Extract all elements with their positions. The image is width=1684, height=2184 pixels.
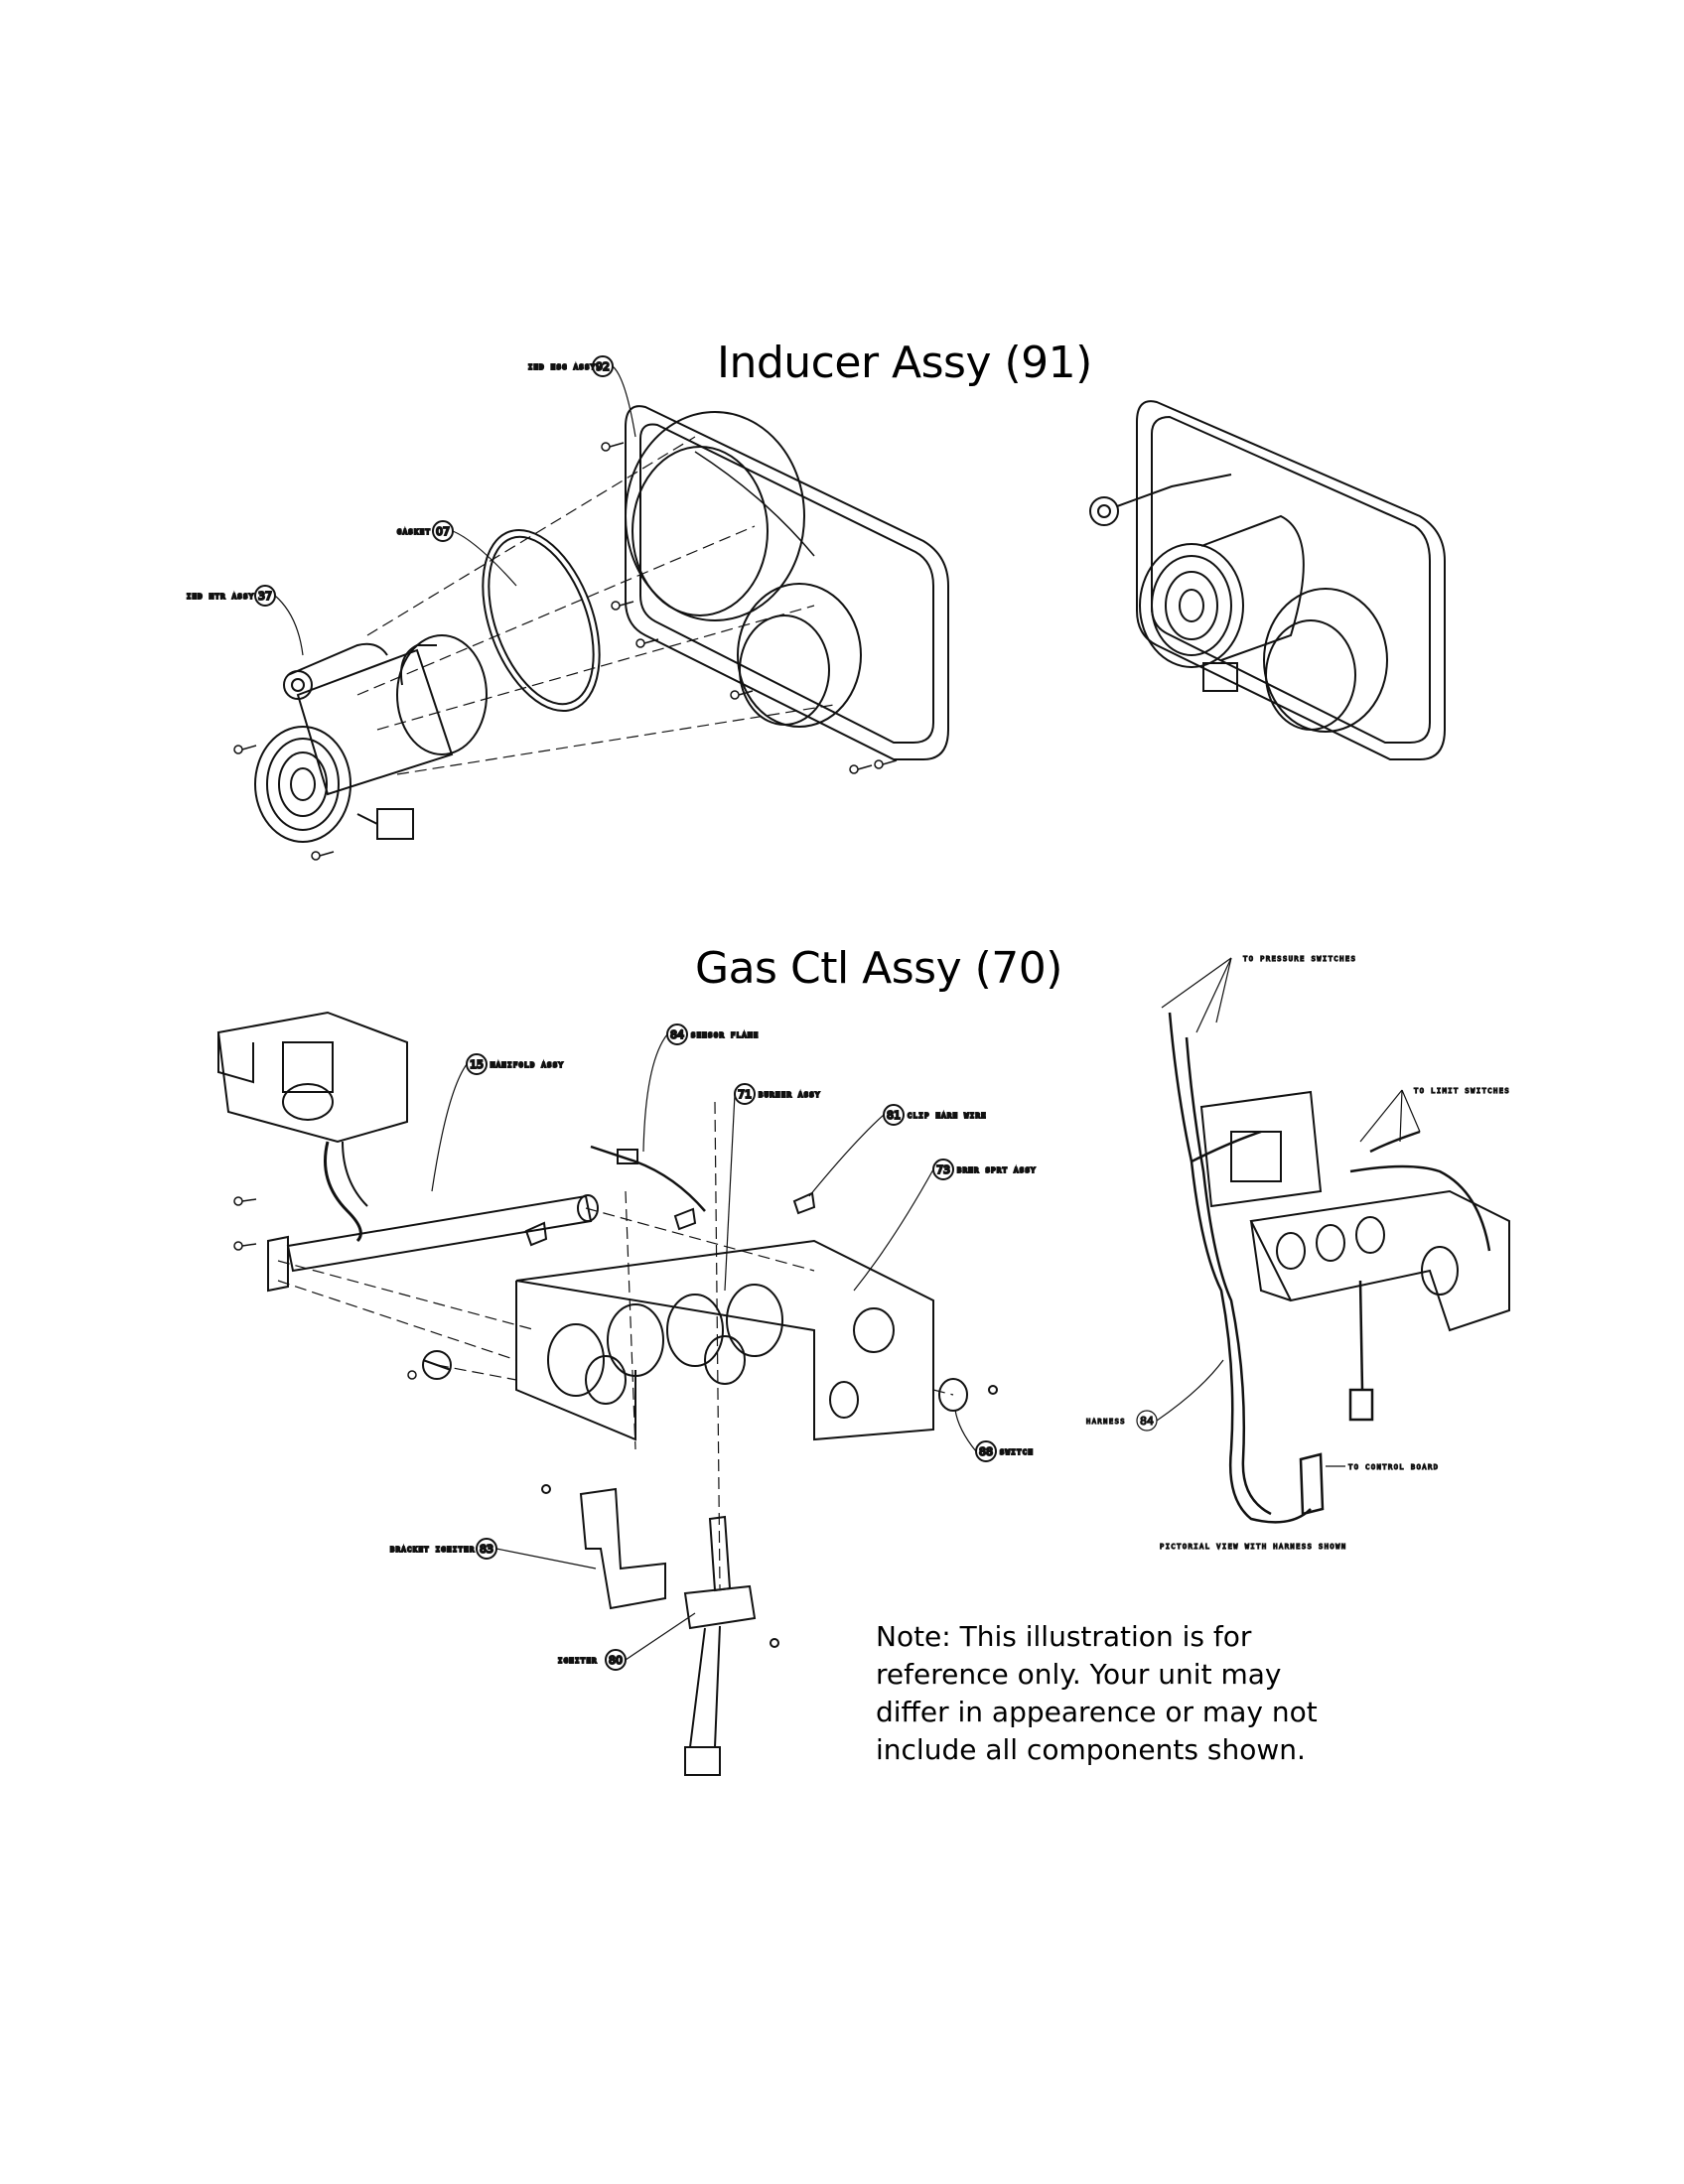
svg-text:BURNER ASSY: BURNER ASSY <box>759 1091 821 1099</box>
igniter-bracket <box>541 1484 666 1610</box>
callout-ind-hsg-assy: IND HSG ASSY 92 <box>527 355 636 438</box>
svg-text:81: 81 <box>887 1109 901 1122</box>
inducer-assy-title: Inducer Assy (91) <box>717 338 1092 388</box>
svg-text:88: 88 <box>979 1445 993 1458</box>
svg-text:PICTORIAL VIEW WITH HARNESS SH: PICTORIAL VIEW WITH HARNESS SHOWN <box>1160 1543 1347 1551</box>
svg-text:IGNITER: IGNITER <box>558 1657 598 1665</box>
note-line: Note: This illustration is for <box>876 1620 1252 1653</box>
svg-text:84: 84 <box>670 1028 684 1041</box>
svg-text:73: 73 <box>936 1163 950 1176</box>
svg-text:TO PRESSURE SWITCHES: TO PRESSURE SWITCHES <box>1243 955 1356 963</box>
pictorial-assembly <box>1199 1090 1510 1332</box>
callout-manifold-assy: 15 MANIFOLD ASSY <box>431 1053 564 1192</box>
flame-sensor <box>590 1145 706 1212</box>
burners <box>547 1284 783 1405</box>
inducer-explode-lines <box>356 436 835 775</box>
inducer-housing <box>625 405 949 760</box>
reference-note: Note: This illustration is for reference… <box>876 1618 1392 1769</box>
callout-ind-mtr-assy: IND MTR ASSY 37 <box>186 585 304 656</box>
inducer-assembled <box>1089 400 1446 760</box>
gas-ctl-screws <box>233 1196 417 1380</box>
svg-text:IND HSG ASSY: IND HSG ASSY <box>528 363 597 371</box>
inducer-motor <box>254 634 488 843</box>
callout-gasket: GASKET 07 <box>396 520 517 587</box>
callout-bracket-igniter: BRACKET IGNITER 83 <box>389 1538 597 1570</box>
svg-text:TO LIMIT SWITCHES: TO LIMIT SWITCHES <box>1414 1087 1510 1095</box>
note-line: include all components shown. <box>876 1733 1306 1766</box>
svg-text:CLIP HARN WIRE: CLIP HARN WIRE <box>908 1112 987 1120</box>
svg-text:GASKET: GASKET <box>397 528 431 536</box>
svg-text:MANIFOLD ASSY: MANIFOLD ASSY <box>491 1061 564 1069</box>
igniter <box>683 1515 779 1776</box>
svg-text:83: 83 <box>480 1543 493 1556</box>
svg-text:BRACKET IGNITER: BRACKET IGNITER <box>390 1546 476 1554</box>
rollout-switch <box>938 1378 998 1412</box>
callout-burner-assy: 71 BURNER ASSY <box>724 1083 821 1292</box>
svg-text:TO CONTROL BOARD: TO CONTROL BOARD <box>1348 1463 1439 1471</box>
svg-text:84: 84 <box>1140 1415 1154 1428</box>
inducer-screws <box>233 442 898 861</box>
gas-ctl-assy-title: Gas Ctl Assy (70) <box>695 943 1062 994</box>
svg-text:71: 71 <box>738 1088 752 1101</box>
callout-clip-harn-wire: 81 CLIP HARN WIRE <box>808 1104 987 1197</box>
gas-valve <box>216 1011 408 1243</box>
svg-text:SENSOR FLAME: SENSOR FLAME <box>691 1031 760 1039</box>
svg-text:SWITCH: SWITCH <box>1000 1448 1034 1456</box>
svg-text:HARNESS: HARNESS <box>1086 1418 1126 1426</box>
wire-harness <box>1168 1012 1491 1524</box>
svg-text:80: 80 <box>609 1654 623 1667</box>
wire-clips <box>524 1191 816 1247</box>
note-line: differ in appearence or may not <box>876 1696 1318 1728</box>
burner-support <box>515 1239 934 1441</box>
callout-switch: 88 SWITCH <box>954 1409 1034 1462</box>
svg-text:IND MTR ASSY: IND MTR ASSY <box>187 593 255 601</box>
svg-text:15: 15 <box>470 1058 484 1071</box>
svg-text:BRNR SPRT ASSY: BRNR SPRT ASSY <box>957 1166 1037 1174</box>
pictorial-callouts: TO PRESSURE SWITCHES TO LIMIT SWITCHES T… <box>1085 954 1510 1551</box>
svg-text:37: 37 <box>258 590 272 603</box>
manifold-pipe <box>267 1194 599 1293</box>
callout-sensor-flame: 84 SENSOR FLAME <box>642 1024 760 1153</box>
svg-text:92: 92 <box>596 360 610 373</box>
gasket <box>482 528 601 713</box>
note-line: reference only. Your unit may <box>876 1658 1282 1691</box>
gas-ctl-explode-lines <box>277 1101 954 1589</box>
callout-igniter: IGNITER 80 <box>557 1612 696 1671</box>
svg-text:07: 07 <box>436 525 450 538</box>
callout-brnr-sprt-assy: 73 BRNR SPRT ASSY <box>853 1159 1037 1292</box>
